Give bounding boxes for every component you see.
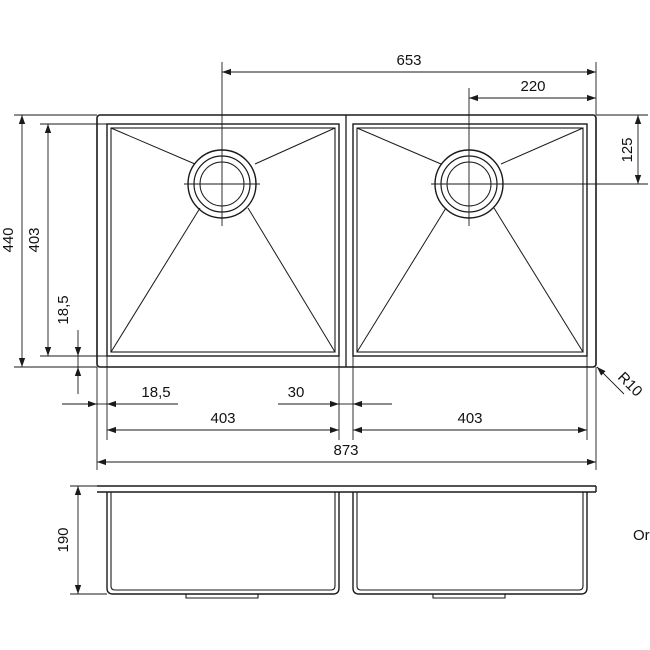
left-bowl	[106, 62, 340, 357]
dim-edge-margin-left: 18,5	[141, 384, 170, 401]
dim-divider-width: 30	[288, 384, 305, 401]
dim-corner-radius: R10	[614, 369, 645, 400]
left-bowl-side	[106, 492, 340, 599]
dim-edge-margin-bottom: 18,5	[55, 295, 72, 324]
top-view	[96, 62, 597, 368]
side-view: 190 Or	[55, 485, 650, 599]
dim-bowl-depth: 403	[26, 227, 43, 252]
dim-right-bowl-width: 403	[457, 410, 482, 427]
dim-overall-width: 873	[333, 442, 358, 459]
right-bowl	[352, 88, 588, 357]
dim-drain-span: 653	[396, 52, 421, 69]
dim-overall-depth: 440	[0, 227, 17, 252]
right-drain	[431, 88, 507, 226]
right-bowl-side	[352, 492, 588, 599]
dim-drain-offset-right: 220	[520, 78, 545, 95]
left-drain	[184, 62, 260, 226]
dim-left-bowl-width: 403	[210, 410, 235, 427]
dimensions: 653 220 125 440 403 18,5 18,5	[0, 52, 648, 470]
side-dimensions: 190	[55, 485, 107, 595]
side-label: Or	[633, 527, 650, 544]
dim-bowl-height: 190	[55, 527, 72, 552]
dim-drain-offset-top: 125	[619, 137, 636, 162]
